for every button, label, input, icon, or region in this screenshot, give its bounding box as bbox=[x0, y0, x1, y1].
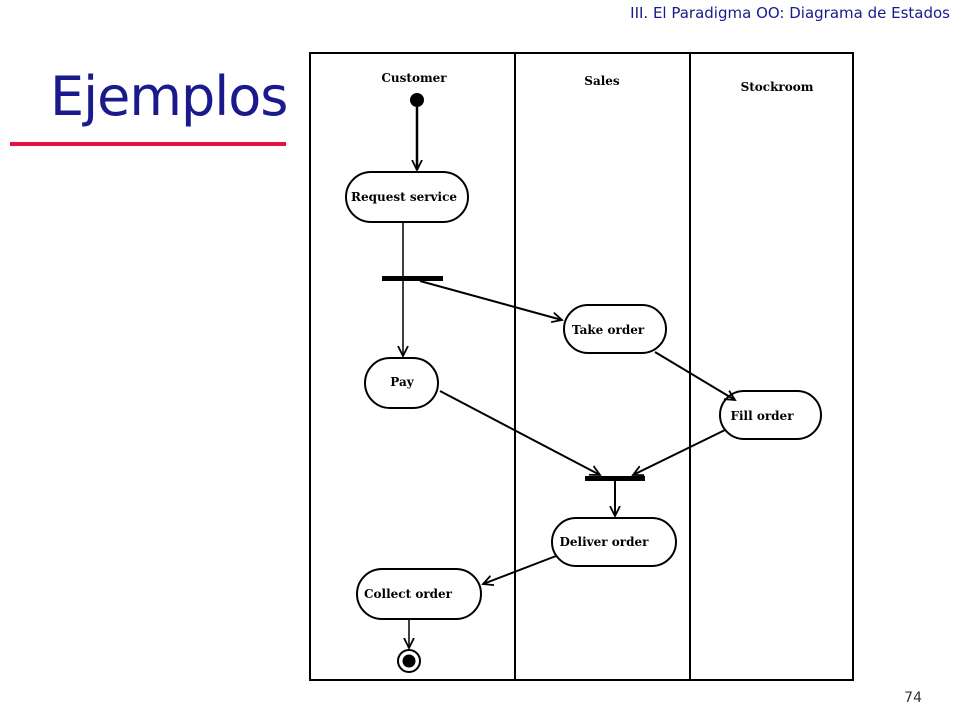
transition-pay-to-join bbox=[439, 390, 600, 475]
swimlane-label-stockroom: Stockroom bbox=[741, 80, 814, 94]
activity-deliver-order bbox=[551, 517, 677, 567]
activity-label-pay: Pay bbox=[390, 375, 414, 389]
transition-deliver-to-collect-order bbox=[483, 555, 557, 584]
page-number: 74 bbox=[904, 690, 922, 706]
swimlane-label-sales: Sales bbox=[584, 74, 620, 88]
transition-take-order-to-fill-order bbox=[654, 351, 735, 400]
activity-label-deliver-order: Deliver order bbox=[560, 535, 650, 549]
initial-node bbox=[410, 93, 424, 107]
activity-label-collect-order: Collect order bbox=[364, 587, 453, 601]
fork-bar bbox=[382, 276, 443, 281]
activity-fill-order bbox=[719, 390, 822, 440]
final-node-inner bbox=[402, 654, 416, 668]
activity-label-fill-order: Fill order bbox=[730, 409, 794, 423]
activity-pay bbox=[364, 357, 439, 409]
swimlane-label-customer: Customer bbox=[381, 71, 447, 85]
title-underline bbox=[10, 142, 286, 146]
activity-label-take-order: Take order bbox=[572, 323, 645, 337]
activity-collect-order bbox=[356, 568, 482, 620]
swimlane-frame bbox=[309, 52, 854, 681]
activity-label-request-service: Request service bbox=[351, 190, 457, 204]
slide-title: Ejemplos bbox=[50, 65, 288, 128]
activity-take-order bbox=[563, 304, 667, 354]
section-header: III. El Paradigma OO: Diagrama de Estado… bbox=[630, 4, 950, 22]
transition-fill-order-to-join bbox=[633, 429, 726, 475]
join-bar bbox=[585, 476, 645, 481]
transition-fork-to-take-order bbox=[419, 280, 562, 320]
activity-request-service bbox=[345, 171, 469, 223]
